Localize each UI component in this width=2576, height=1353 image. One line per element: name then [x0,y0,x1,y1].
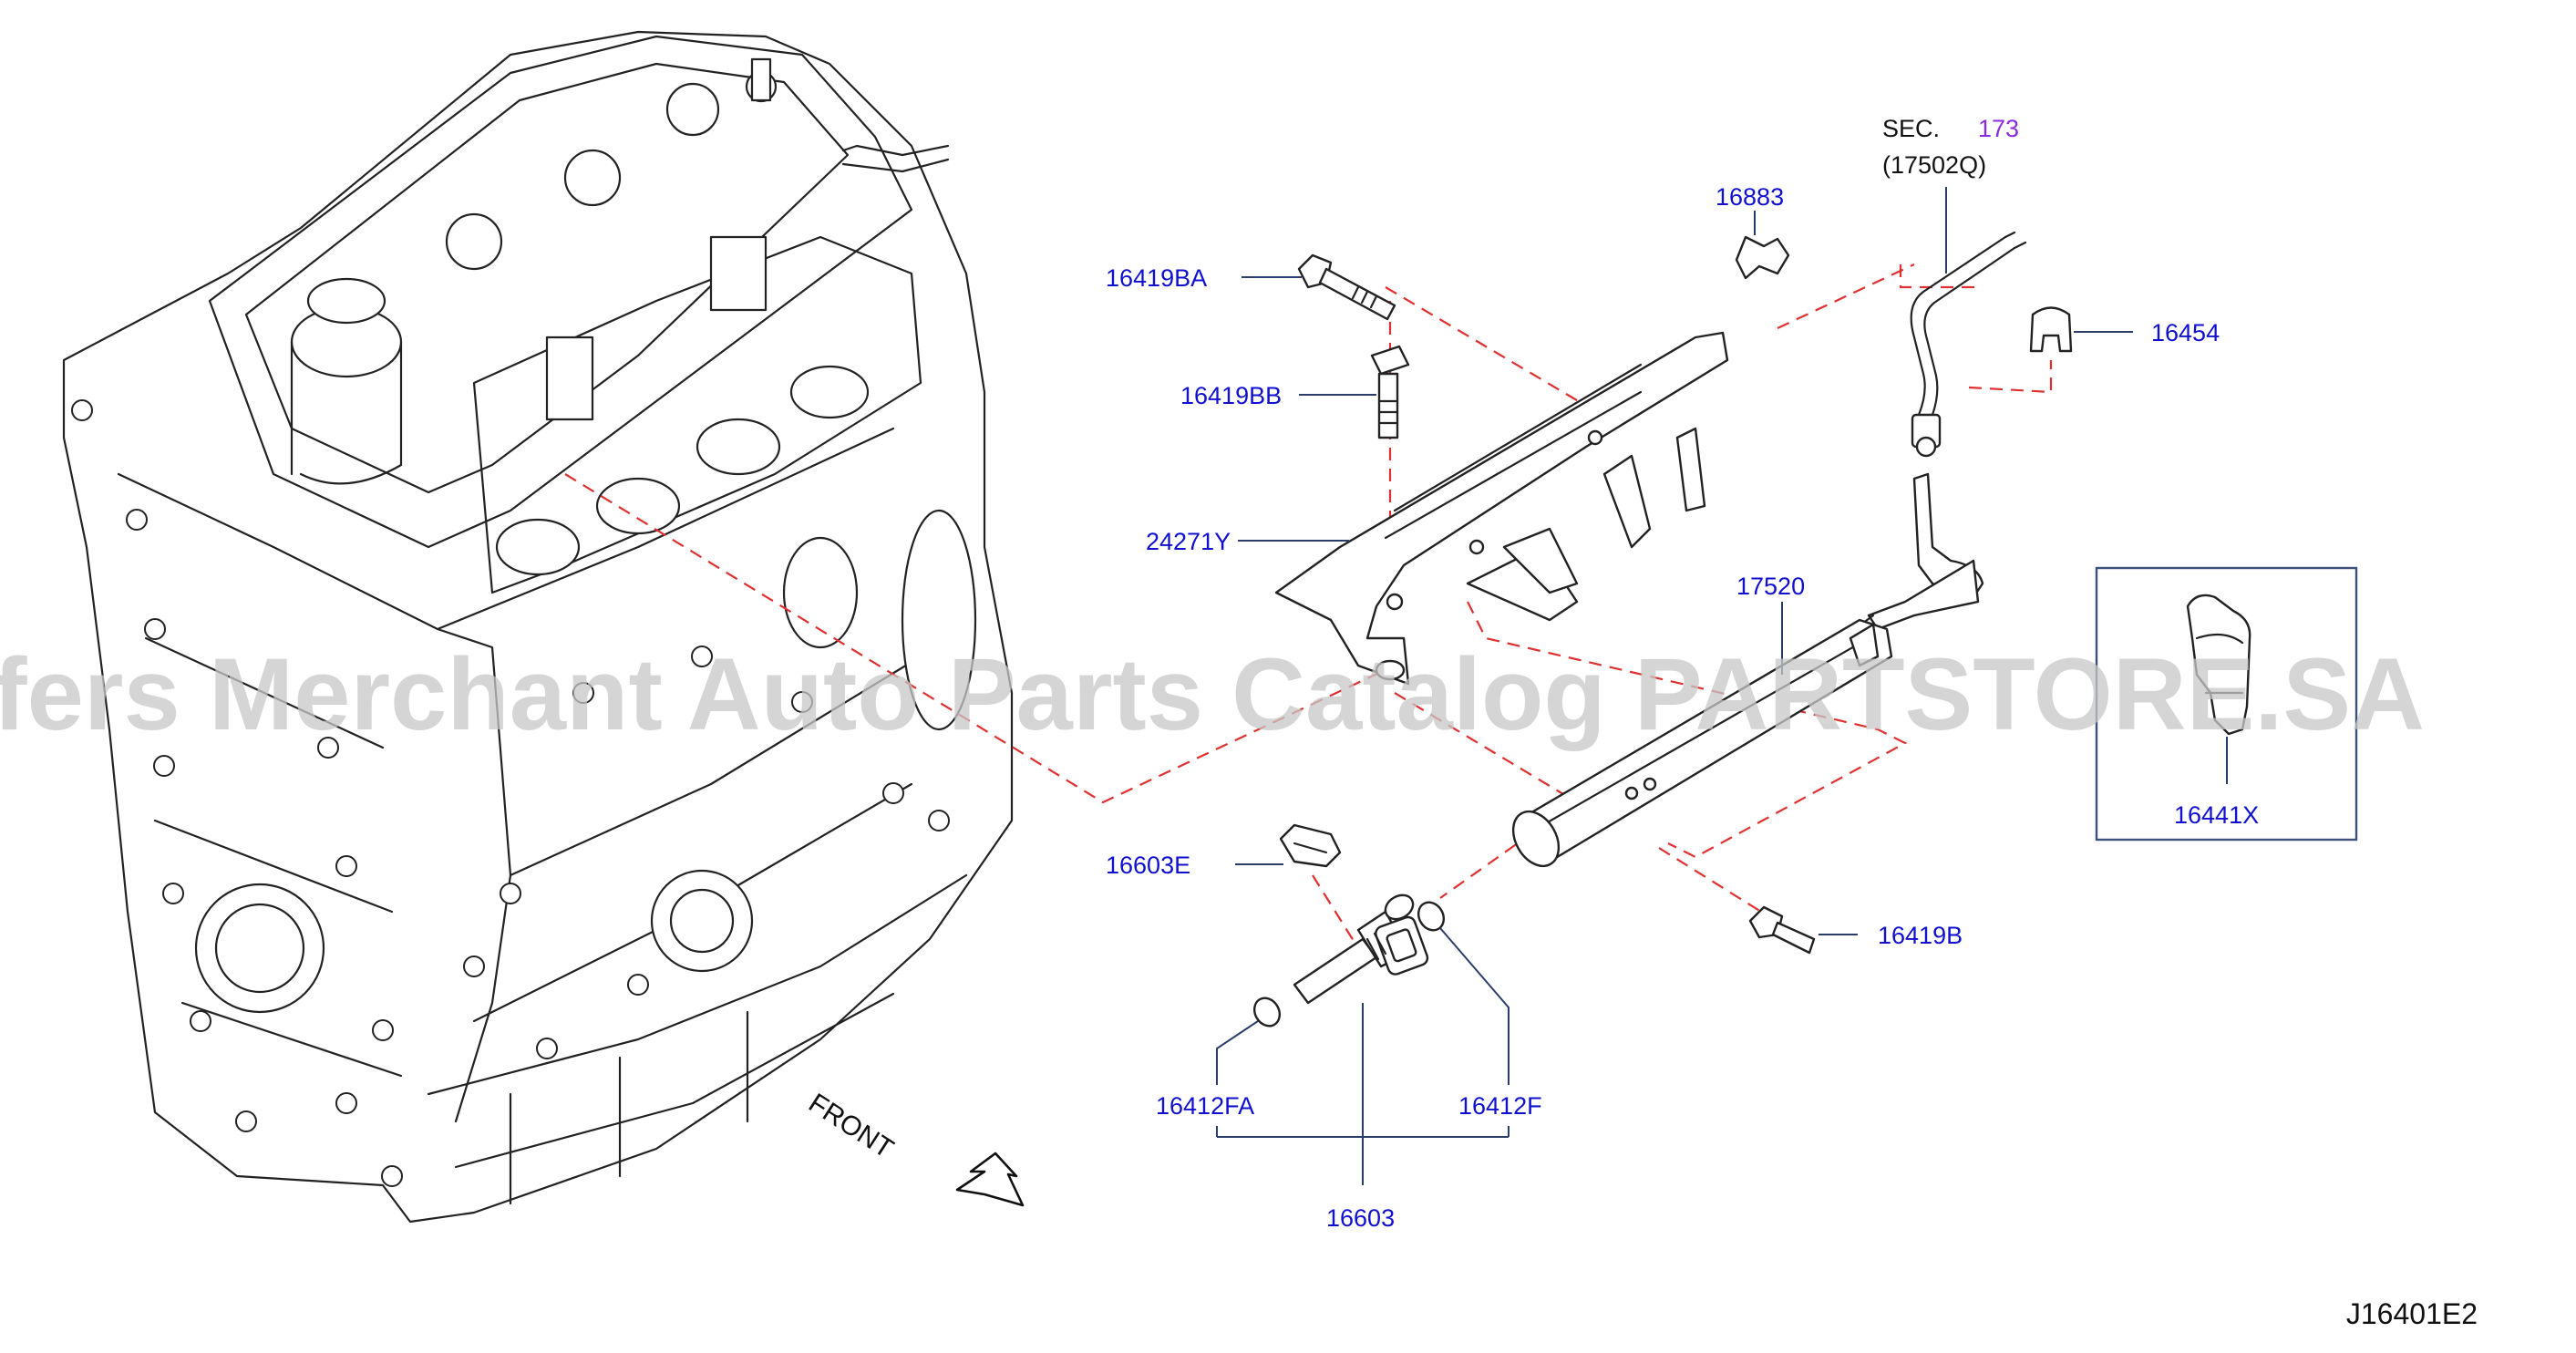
diagram-id: J16401E2 [2346,1297,2478,1330]
clip-16454[interactable] [2029,306,2073,353]
label-16419BB[interactable]: 16419BB [1180,382,1282,409]
section-part-number: (17502Q) [1882,151,1986,179]
fuel-tube-17520[interactable] [1849,472,1984,645]
label-16454[interactable]: 16454 [2151,319,2220,346]
label-16603[interactable]: 16603 [1326,1204,1395,1232]
leader-lines [1216,187,2228,1185]
clip-16603E[interactable] [1279,823,1342,868]
clip-16441X[interactable] [2186,594,2251,736]
label-24271Y[interactable]: 24271Y [1146,528,1231,555]
watermark-text: Offers Merchant Auto Parts Catalog PARTS… [0,637,2425,751]
label-16412FA[interactable]: 16412FA [1156,1092,1254,1120]
label-16419B[interactable]: 16419B [1878,922,1963,949]
label-16603E[interactable]: 16603E [1106,852,1190,879]
bolt-16419BB[interactable] [1370,345,1410,439]
inset-box-16441X [2095,566,2358,842]
bracket-24271Y[interactable] [1274,331,1729,686]
fuel-feed-tube [1910,231,2027,458]
section-prefix: SEC. [1882,115,1940,142]
label-16412F[interactable]: 16412F [1458,1092,1542,1120]
label-16419BA[interactable]: 16419BA [1106,264,1207,292]
engine-assembly-illustration [62,30,1014,1224]
o-ring-16412F[interactable] [1414,898,1449,935]
bolt-16419B[interactable] [1748,905,1816,955]
label-16441X[interactable]: 16441X [2174,801,2259,829]
section-number-link[interactable]: 173 [1978,115,2019,142]
clip-16883[interactable] [1735,235,1790,280]
label-17520[interactable]: 17520 [1736,573,1805,600]
o-ring-16412FA[interactable] [1250,994,1285,1031]
front-label: FRONT [803,1088,899,1164]
fuel-injector-16603[interactable] [1293,891,1429,1005]
label-16883[interactable]: 16883 [1716,183,1784,211]
fuel-rail [1511,618,1893,868]
bolt-16419BA[interactable] [1297,253,1396,321]
front-direction-arrow [955,1152,1025,1207]
